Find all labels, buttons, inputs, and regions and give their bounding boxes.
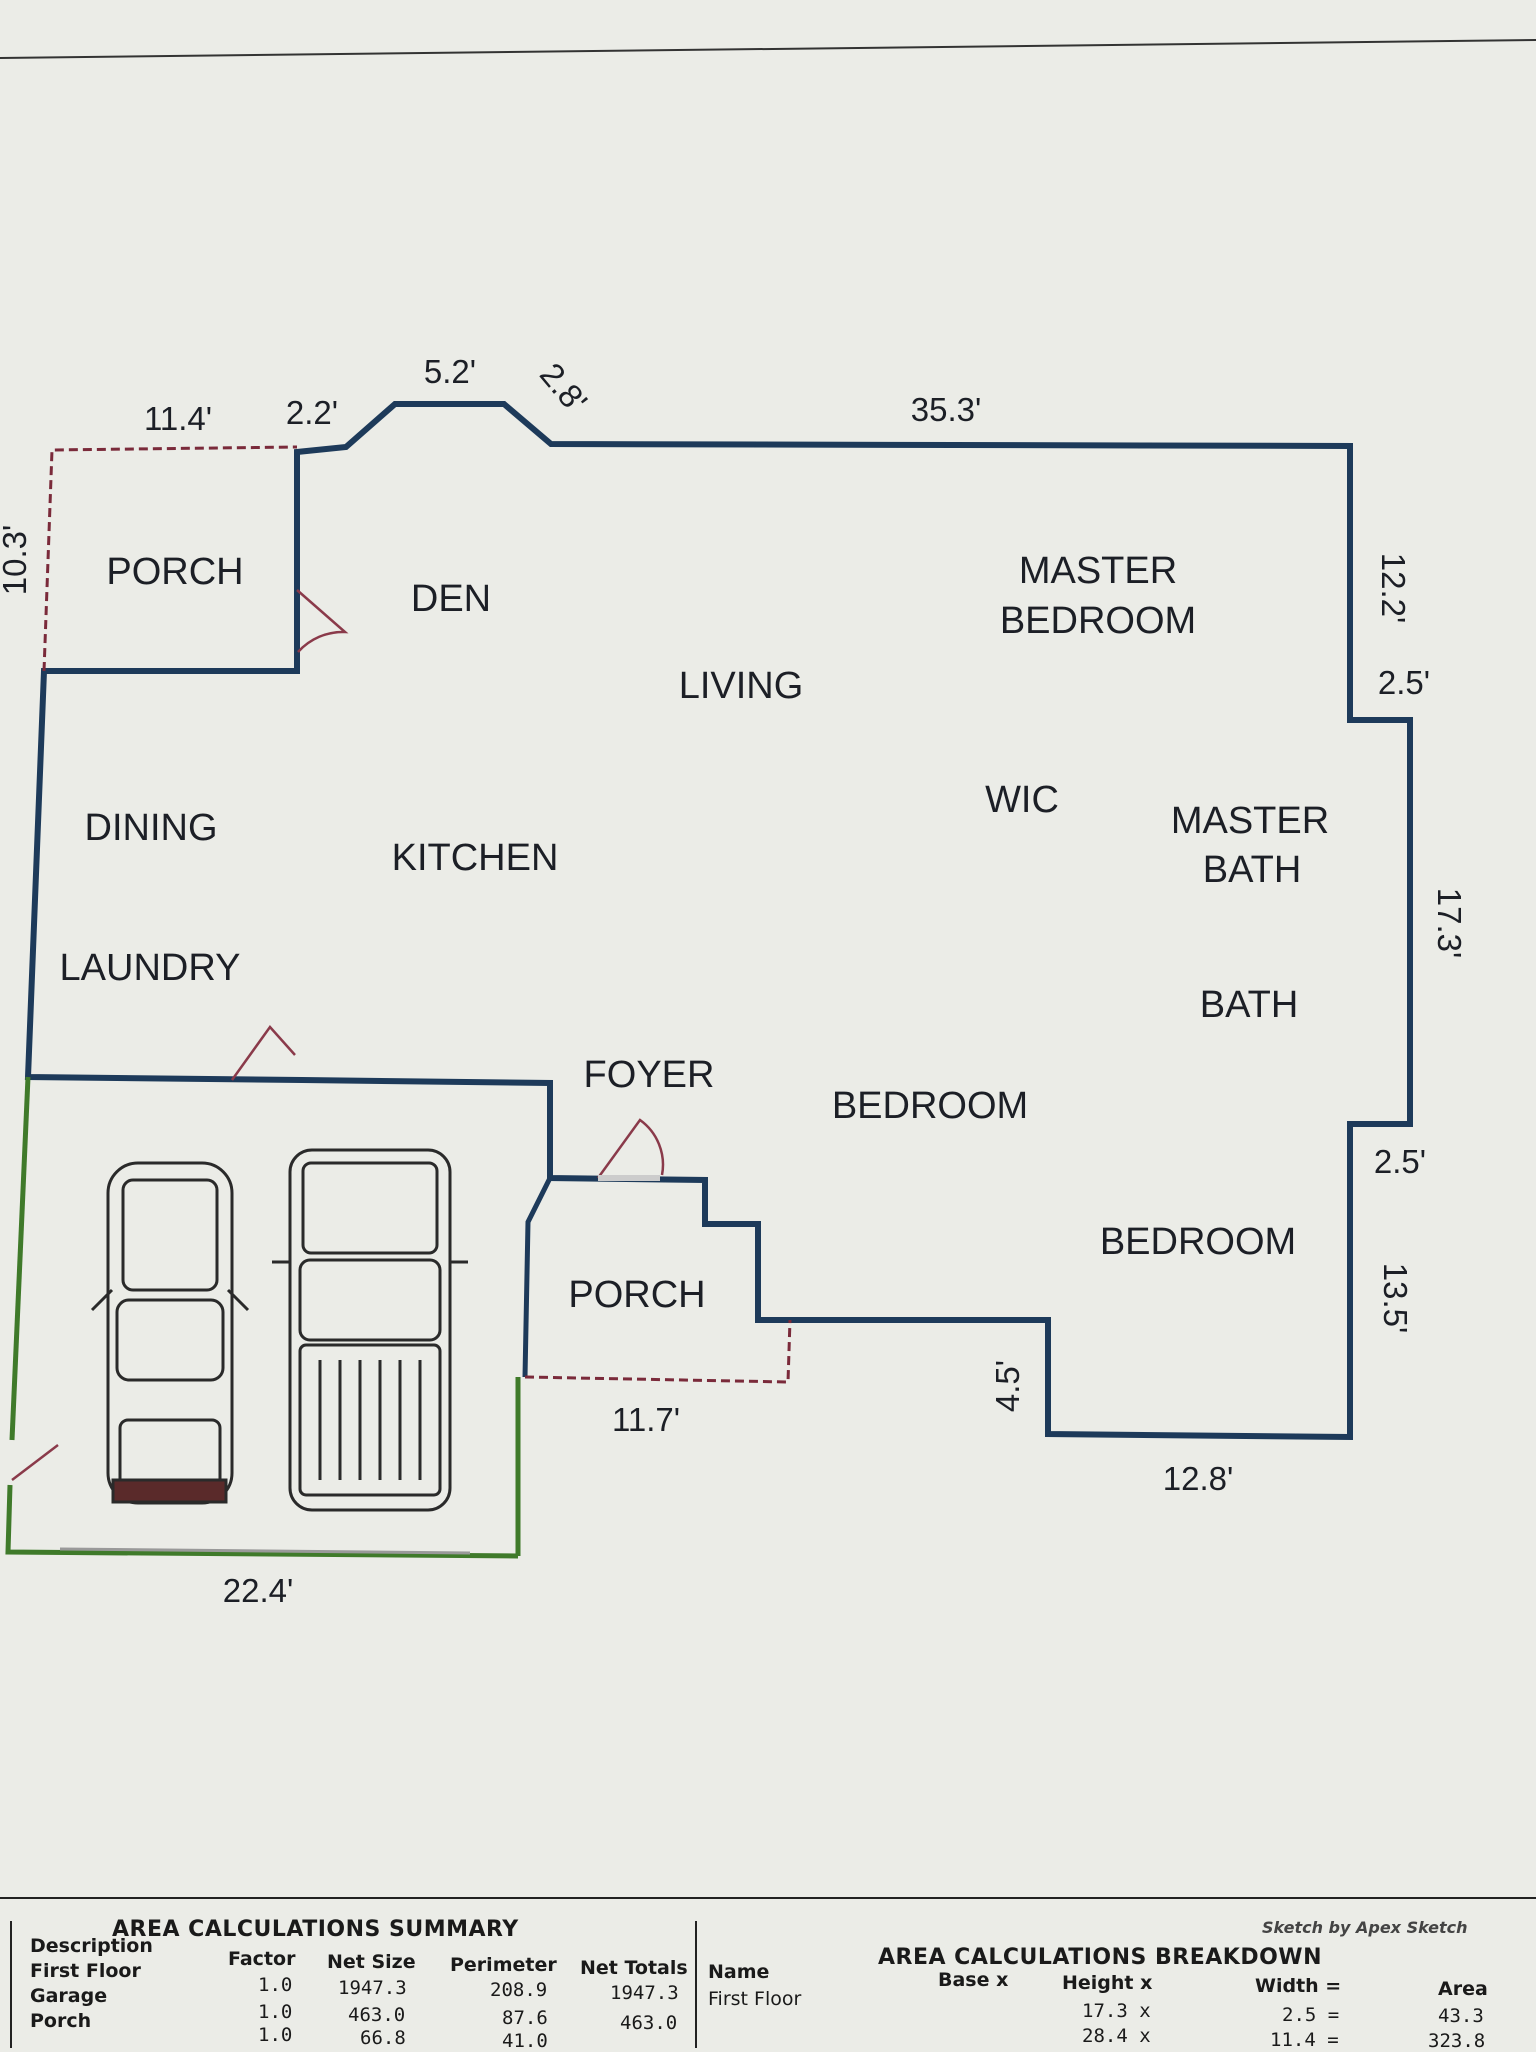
dim-label-5-2: 5.2'	[424, 353, 476, 390]
room-label-bedroom-lower: BEDROOM	[1100, 1221, 1296, 1263]
room-label-laundry: LAUNDRY	[60, 947, 241, 989]
dim-label-22-4: 22.4'	[223, 1572, 294, 1609]
car-sedan-icon	[90, 1161, 250, 1505]
car-pickup-truck-icon	[272, 1148, 468, 1512]
room-label-bath: BATH	[1200, 984, 1299, 1026]
dim-label-35-3: 35.3'	[911, 391, 982, 428]
room-label-wic: WIC	[985, 779, 1059, 821]
porch-dashed-outlines	[42, 445, 792, 1384]
room-label-den: DEN	[411, 578, 491, 620]
dim-label-2-5-lower: 2.5'	[1374, 1143, 1426, 1180]
dim-label-13-5: 13.5'	[1377, 1263, 1414, 1334]
dim-label-11-4: 11.4'	[144, 400, 212, 437]
garage-outline	[5, 1076, 521, 1559]
dim-label-12-8: 12.8'	[1163, 1460, 1234, 1497]
porch-left-wall	[522, 1176, 553, 1378]
garage-door-line	[59, 1547, 471, 1555]
dim-label-10-3: 10.3'	[0, 525, 33, 596]
page-edge-line	[0, 39, 1536, 59]
room-label-bedroom-mid: BEDROOM	[832, 1085, 1028, 1127]
room-label-porch-top: PORCH	[106, 551, 243, 593]
room-label-master-bedroom-1: MASTER	[1019, 550, 1177, 592]
dim-label-12-2: 12.2'	[1375, 553, 1412, 624]
room-label-kitchen: KITCHEN	[392, 837, 559, 879]
room-label-porch-bottom: PORCH	[568, 1274, 705, 1316]
room-label-dining: DINING	[85, 807, 218, 849]
dim-label-2-8: 2.8'	[533, 356, 595, 420]
dim-label-2-5-upper: 2.5'	[1378, 664, 1430, 701]
door-swings	[11, 589, 665, 1481]
room-label-master-bedroom-2: BEDROOM	[1000, 600, 1196, 642]
dim-label-11-7: 11.7'	[612, 1401, 680, 1438]
room-label-master-bath-1: MASTER	[1171, 800, 1329, 842]
dim-label-4-5: 4.5'	[989, 1360, 1026, 1412]
room-label-foyer: FOYER	[584, 1054, 715, 1096]
dim-label-2-2: 2.2'	[286, 394, 338, 431]
house-outline	[24, 401, 1413, 1441]
room-label-master-bath-2: BATH	[1203, 849, 1302, 891]
room-label-living: LIVING	[679, 665, 804, 707]
dim-label-17-3: 17.3'	[1431, 888, 1468, 959]
